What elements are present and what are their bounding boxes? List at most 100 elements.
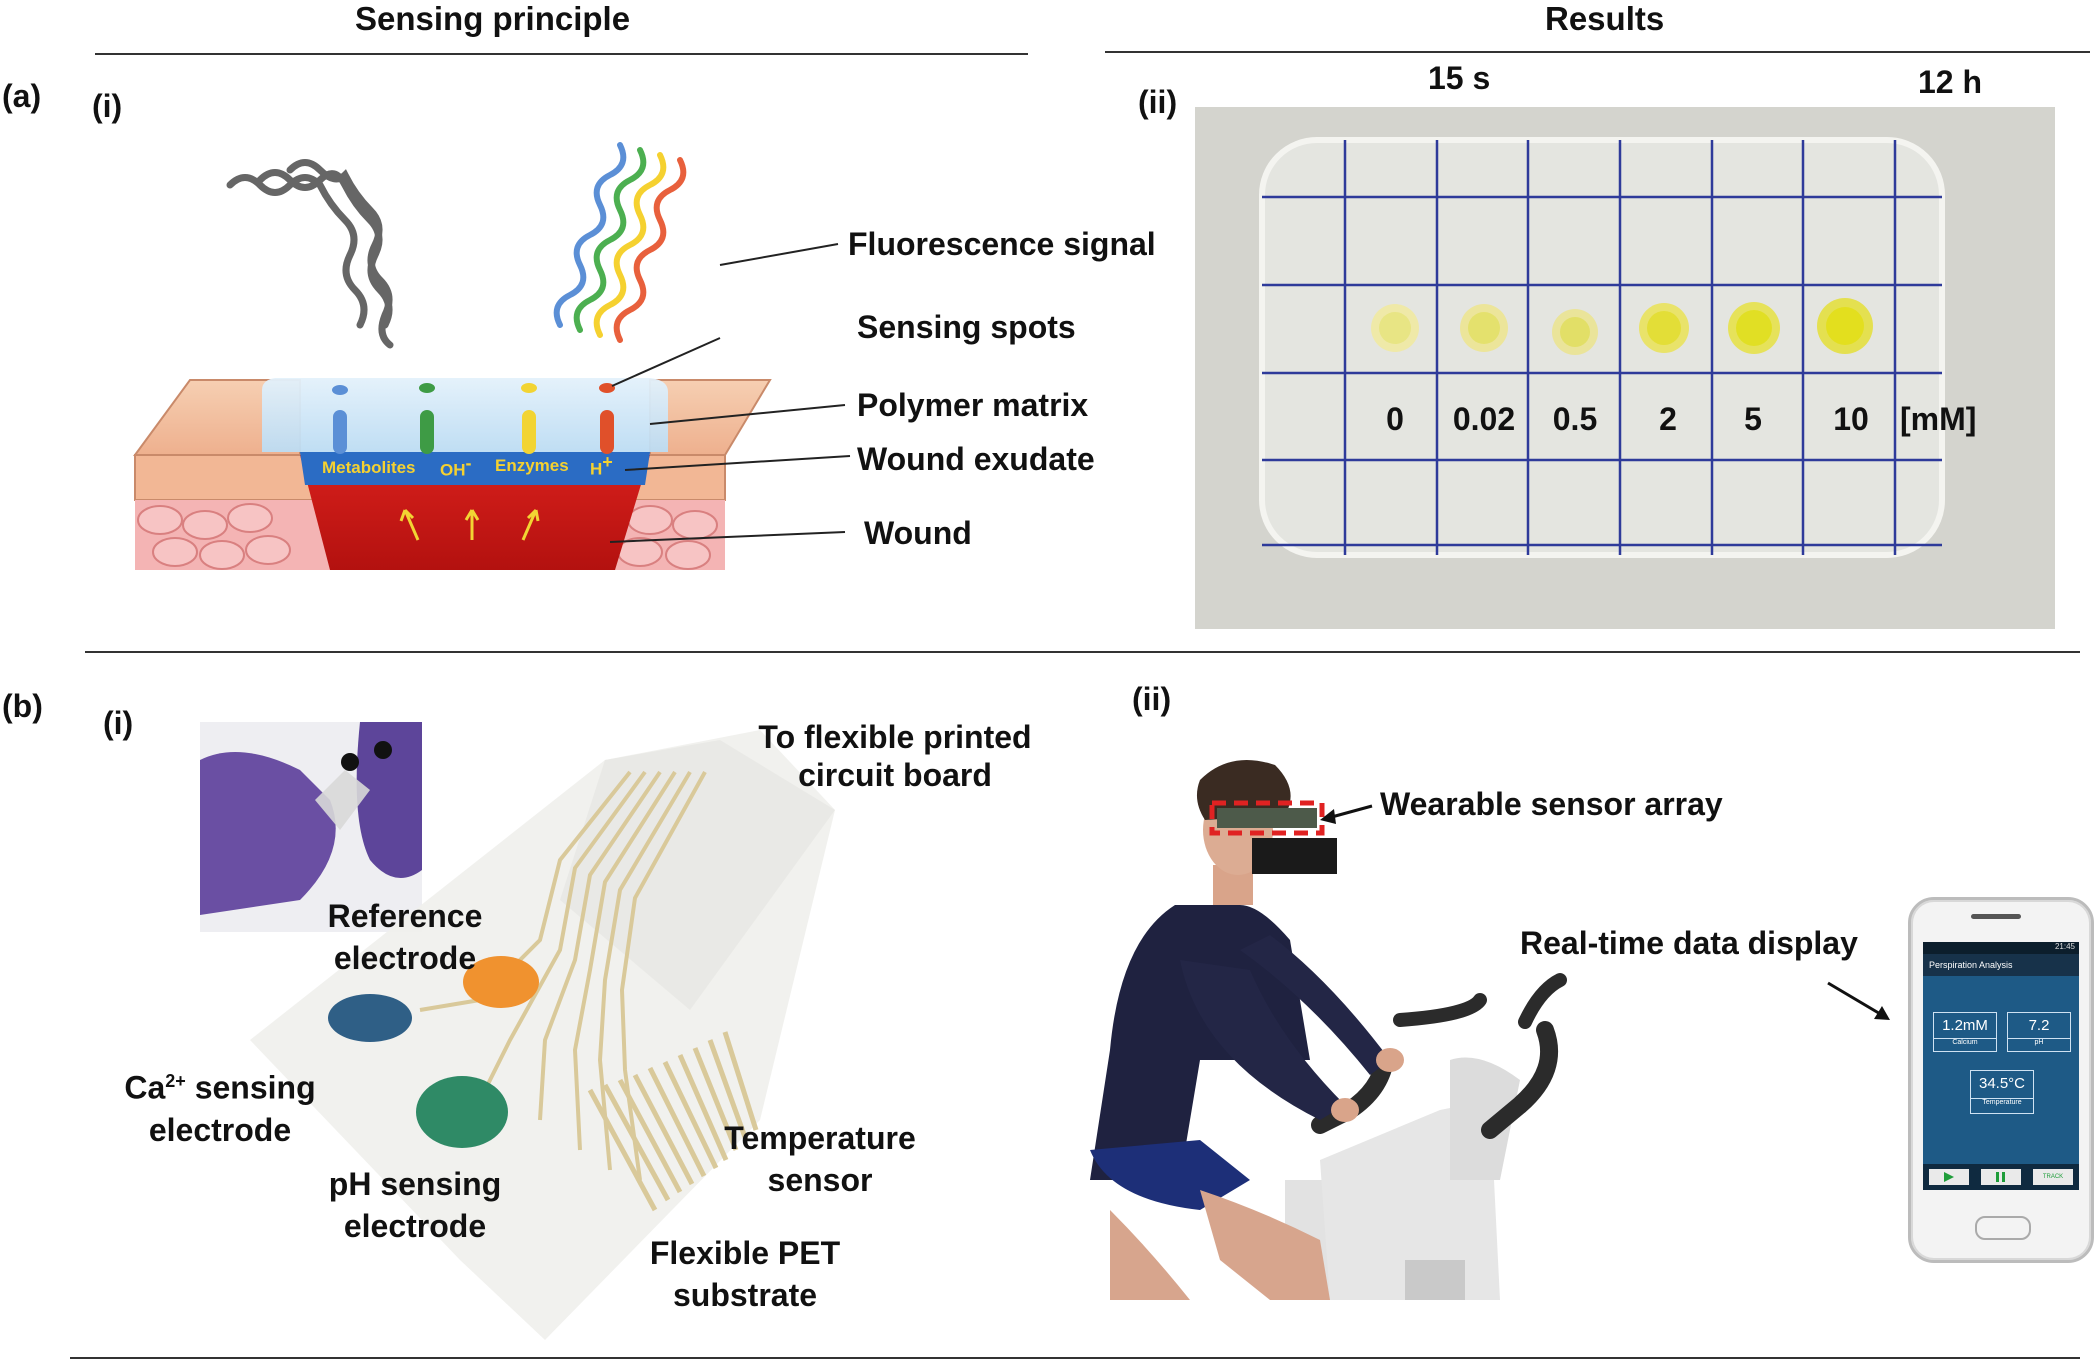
- panel-a-i-tag: (i): [92, 88, 123, 124]
- panel-a-tag: (a): [2, 78, 42, 114]
- panel-a-ii-tag: (ii): [1138, 84, 1178, 120]
- label-realtime-display: Real-time data display: [1520, 925, 1858, 961]
- label-temperature-line1: Temperature: [724, 1120, 916, 1156]
- wound-exudate-band: [300, 452, 650, 485]
- background-emission-waves: [226, 159, 394, 349]
- skin-cells: [137, 503, 718, 570]
- panel-b-i-tag: (i): [103, 705, 134, 741]
- label-to-fpcb-line2: circuit board: [798, 757, 992, 793]
- readout-temperature-value: 34.5°C: [1978, 1075, 2026, 1092]
- panel-b-tag: (b): [2, 688, 43, 724]
- calcium-sensing: sensing: [185, 1069, 316, 1106]
- callout-polymer-matrix: Polymer matrix: [857, 387, 1089, 423]
- label-reference-line1: Reference: [327, 898, 483, 934]
- callout-sensing-spots: Sensing spots: [857, 309, 1076, 345]
- concentration-0: 0: [1386, 401, 1404, 437]
- fluorescence-signal-waves: [553, 142, 687, 343]
- exudate-label-h: H+: [590, 452, 613, 480]
- track-button[interactable]: TRACK: [2033, 1169, 2073, 1185]
- sensing-spots: [332, 383, 615, 454]
- grid-lines: [1262, 140, 1942, 555]
- pause-button[interactable]: [1981, 1169, 2021, 1185]
- smartphone: 21:45 Perspiration Analysis 1.2mM Calciu…: [1908, 897, 2094, 1263]
- play-button[interactable]: [1929, 1169, 1969, 1185]
- oh-superscript: -: [465, 453, 472, 473]
- array-arrow: [1327, 804, 1373, 820]
- time-label-15s: 15 s: [1428, 60, 1491, 96]
- callout-wound: Wound: [864, 515, 972, 551]
- label-pet-line2: substrate: [672, 1277, 818, 1313]
- label-to-fpcb: To flexible printed circuit board: [740, 718, 1050, 794]
- pause-icon: [1996, 1172, 1999, 1182]
- phone-status-bar: 21:45: [1923, 942, 2079, 954]
- callout-wound-exudate: Wound exudate: [857, 441, 1095, 477]
- concentration-unit: [mM]: [1900, 401, 1977, 437]
- play-icon: [1944, 1172, 1954, 1182]
- callout-fluorescence-signal: Fluorescence signal: [848, 226, 1156, 262]
- exercise-bike: [1285, 973, 1567, 1300]
- oh-text: OH: [440, 460, 466, 480]
- concentration-10: 10: [1833, 401, 1869, 437]
- label-calcium-line2: electrode: [148, 1111, 292, 1148]
- phone-control-bar: TRACK: [1923, 1164, 2079, 1190]
- label-ph-electrode: pH sensing electrode: [305, 1163, 525, 1247]
- header-sensing-principle: Sensing principle: [355, 0, 631, 37]
- concentration-0-5: 0.5: [1552, 401, 1598, 437]
- display-arrow: [1827, 981, 1883, 1017]
- ph-electrode-pad: [416, 1076, 508, 1148]
- readout-calcium: 1.2mM Calcium: [1933, 1012, 1997, 1052]
- callout-lines: [609, 243, 851, 543]
- time-label-12h: 12 h: [1918, 64, 1983, 100]
- phone-home-button[interactable]: [1975, 1216, 2031, 1240]
- panel-b-ii-tag: (ii): [1132, 681, 1172, 717]
- label-reference-line2: electrode: [333, 940, 477, 976]
- exudate-label-enzymes: Enzymes: [495, 456, 569, 475]
- divider-bottom: [70, 1357, 2080, 1359]
- conductive-traces: [419, 770, 707, 1181]
- contact-pads: [587, 1031, 759, 1212]
- label-temperature-sensor: Temperature sensor: [710, 1117, 930, 1201]
- concentration-5: 5: [1744, 401, 1762, 437]
- label-reference-electrode: Reference electrode: [300, 895, 510, 979]
- concentration-2: 2: [1659, 401, 1677, 437]
- sensor-headband: [1217, 808, 1317, 828]
- diffusion-arrows: [399, 508, 540, 541]
- calcium-charge: 2+: [165, 1071, 186, 1091]
- label-calcium-electrode: Ca2+ sensing electrode: [100, 1060, 340, 1151]
- calcium-electrode-pad: [328, 994, 412, 1042]
- readout-temperature-name: Temperature: [1971, 1098, 2033, 1106]
- label-ph-line1: pH sensing: [328, 1166, 502, 1202]
- readout-ph-value: 7.2: [2028, 1017, 2050, 1034]
- h-superscript: +: [602, 452, 613, 472]
- h-text: H: [590, 459, 603, 479]
- readout-ph: 7.2 pH: [2007, 1012, 2071, 1052]
- label-calcium-line1: Ca2+ sensing: [100, 1060, 340, 1109]
- label-pet-substrate: Flexible PET substrate: [630, 1232, 860, 1316]
- label-pet-line1: Flexible PET: [649, 1235, 841, 1271]
- polymer-matrix: [262, 378, 668, 452]
- exudate-label-oh: OH-: [440, 453, 472, 481]
- face-privacy-bar: [1252, 838, 1337, 874]
- concentration-0-02: 0.02: [1452, 401, 1516, 437]
- readout-temperature: 34.5°C Temperature: [1970, 1070, 2034, 1114]
- phone-speaker: [1971, 914, 2021, 919]
- readout-ph-name: pH: [2008, 1038, 2070, 1046]
- sensor-highlight-box: [1209, 800, 1325, 836]
- phone-screen: 21:45 Perspiration Analysis 1.2mM Calciu…: [1923, 942, 2079, 1190]
- divider-right-header: [1105, 51, 2090, 53]
- sensing-spot-samples: [1371, 298, 1873, 355]
- divider-middle: [85, 651, 2080, 653]
- label-wearable-sensor-array: Wearable sensor array: [1380, 786, 1723, 822]
- label-to-fpcb-line1: To flexible printed: [758, 719, 1032, 755]
- exudate-label-metabolites: Metabolites: [322, 458, 416, 477]
- readout-calcium-name: Calcium: [1934, 1038, 1996, 1046]
- divider-left-header: [95, 53, 1028, 55]
- label-temperature-line2: sensor: [767, 1162, 873, 1198]
- phone-app-bar: Perspiration Analysis: [1923, 954, 2079, 976]
- header-results: Results: [1545, 0, 1665, 37]
- readout-calcium-value: 1.2mM: [1942, 1017, 1988, 1034]
